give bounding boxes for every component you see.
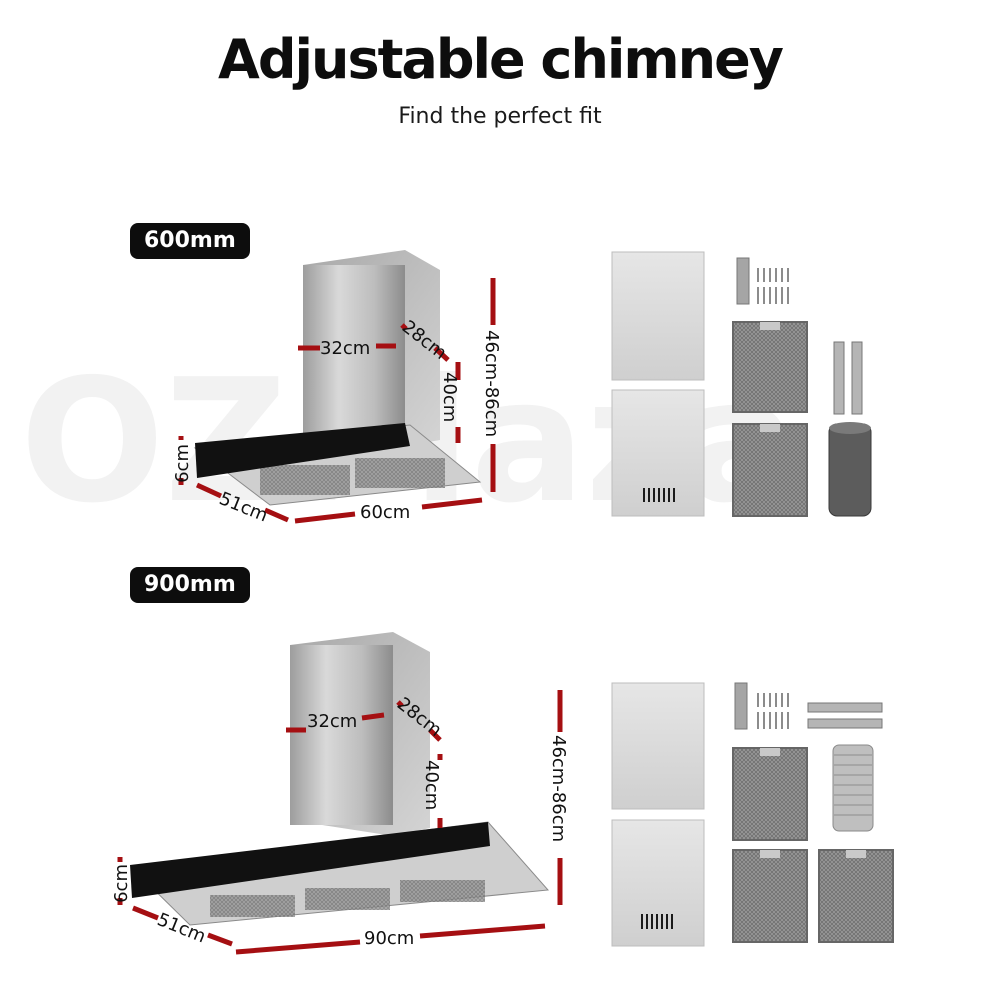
- dim-600-chimney-width: 32cm: [320, 338, 370, 359]
- dim-900-chimney-height: 40cm: [421, 760, 442, 810]
- grease-filter: [732, 747, 808, 841]
- dimensions-900: [117, 690, 563, 955]
- grease-filter: [732, 321, 808, 413]
- duct-pipe-opening: [829, 422, 871, 434]
- mounting-bracket: [736, 257, 750, 305]
- dim-600-total-height: 46cm-86cm: [481, 330, 502, 437]
- filter-900-left: [210, 895, 295, 917]
- grease-filter: [732, 423, 808, 517]
- support-rail: [807, 702, 883, 713]
- filter-handle: [760, 748, 780, 756]
- filter-900-mid: [305, 888, 390, 910]
- chimney-cover-panel: [611, 251, 705, 381]
- filter-handle: [760, 850, 780, 858]
- filter-handle: [846, 850, 866, 858]
- mounting-bracket: [734, 682, 748, 730]
- duct-pipe: [828, 423, 872, 517]
- canopy-600-glass: [195, 423, 410, 478]
- dim-600-canopy-width: 60cm: [360, 502, 410, 523]
- vent-slots: [641, 914, 673, 929]
- page-title: Adjustable chimney: [218, 28, 784, 91]
- dim-900-total-height: 46cm-86cm: [548, 735, 569, 842]
- page-subtitle: Find the perfect fit: [398, 104, 602, 129]
- dim-900-canopy-height: 6cm: [111, 864, 132, 903]
- grease-filter: [818, 849, 894, 943]
- dimensions-600: [178, 278, 496, 524]
- filter-900-right: [400, 880, 485, 902]
- dim-900-chimney-width: 32cm: [307, 711, 357, 732]
- size-badge-900: 900mm: [130, 567, 250, 603]
- support-rail: [851, 341, 863, 415]
- dim-900-canopy-width: 90cm: [364, 928, 414, 949]
- hood-600: [193, 250, 482, 506]
- chimney-900-front: [290, 645, 393, 825]
- vent-slots: [643, 488, 675, 502]
- screws: [757, 693, 789, 729]
- hood-900: [130, 632, 550, 926]
- filter-600-left: [260, 465, 350, 495]
- filter-600-right: [355, 458, 445, 488]
- filter-handle: [760, 322, 780, 330]
- dim-600-chimney-height: 40cm: [439, 372, 460, 422]
- support-rail: [833, 341, 845, 415]
- grease-filter: [732, 849, 808, 943]
- filter-handle: [760, 424, 780, 432]
- duct-ribs: [834, 754, 872, 816]
- support-rail: [807, 718, 883, 729]
- canopy-900-glass: [130, 822, 490, 898]
- screws: [757, 268, 789, 304]
- accessories-900: [611, 682, 894, 947]
- chimney-cover-panel: [611, 682, 705, 810]
- size-badge-600: 600mm: [130, 223, 250, 259]
- dim-600-canopy-height: 6cm: [172, 444, 193, 483]
- flexible-duct: [832, 744, 874, 832]
- accessories-600: [611, 251, 872, 517]
